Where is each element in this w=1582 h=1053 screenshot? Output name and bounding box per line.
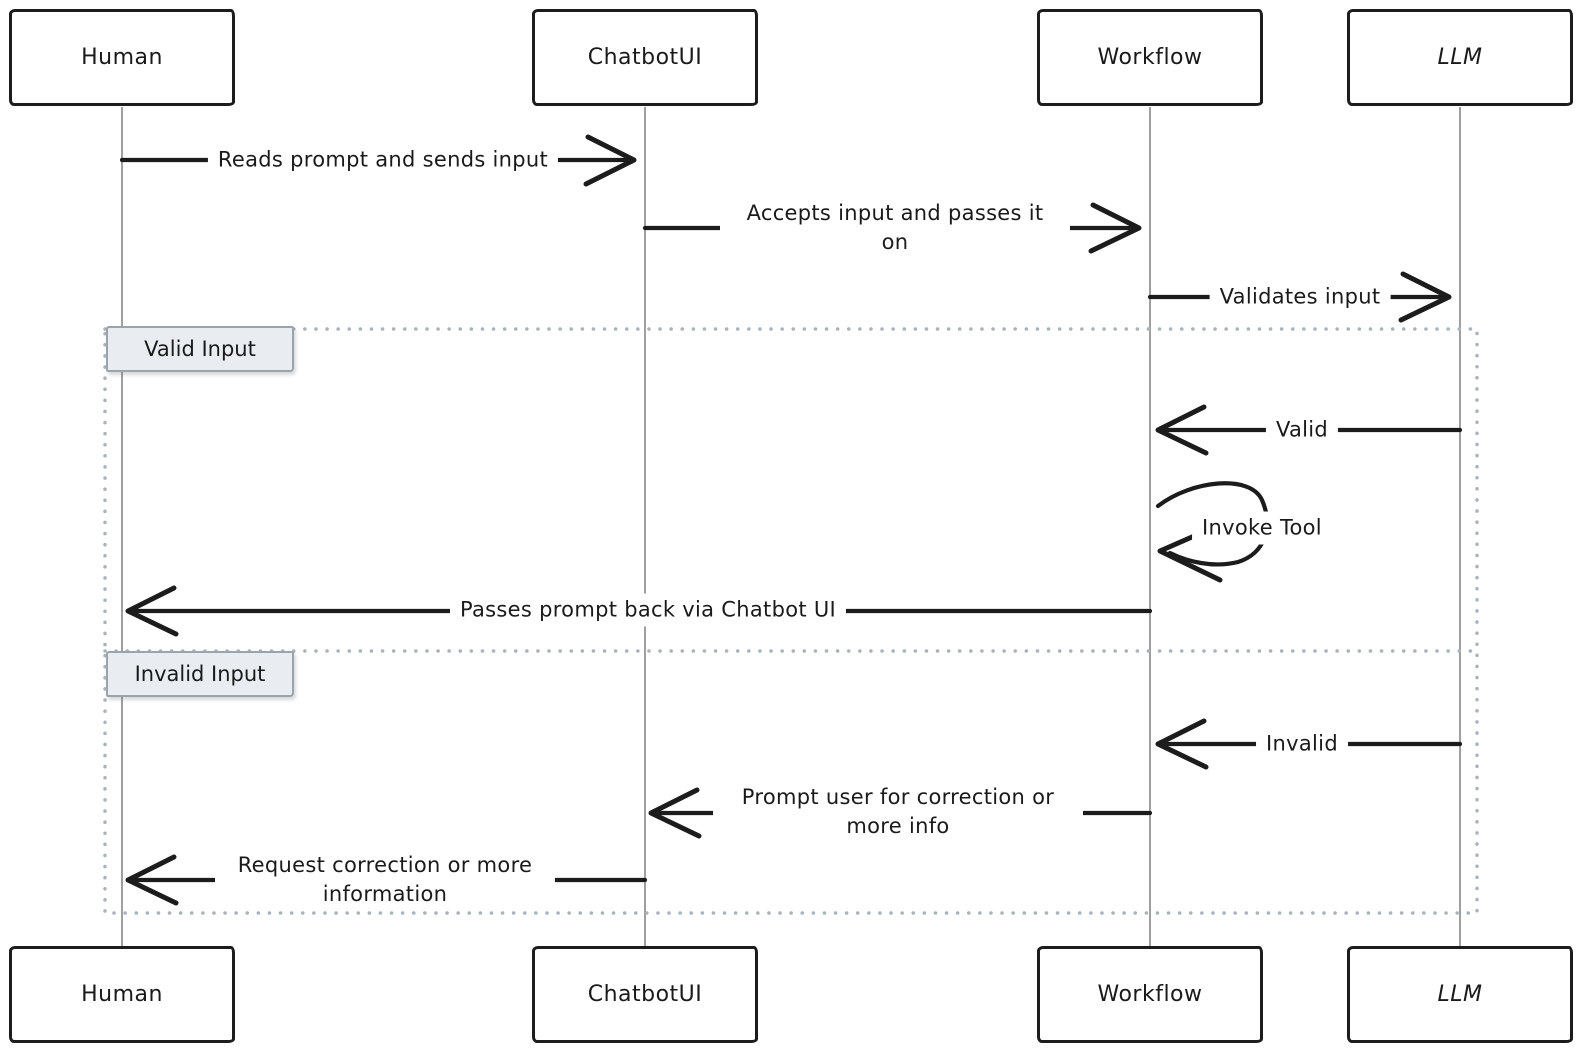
actor-label: LLM: [1437, 982, 1483, 1007]
message-label-passes-prompt-back: Passes prompt back via Chatbot UI: [449, 593, 847, 627]
section-label-text: Invalid Input: [134, 662, 266, 686]
actor-label: Workflow: [1097, 45, 1203, 70]
section-label-text: Valid Input: [144, 337, 256, 361]
actor-llm-top: LLM: [1347, 9, 1573, 106]
actor-label: Workflow: [1097, 982, 1203, 1007]
message-label-valid: Valid: [1265, 413, 1339, 447]
actor-workflow-bottom: Workflow: [1037, 946, 1263, 1043]
message-label-validates-input: Validates input: [1209, 280, 1391, 314]
message-label-prompt-user: Prompt user for correction or more info: [713, 781, 1083, 843]
message-label-invalid: Invalid: [1256, 727, 1348, 761]
actor-llm-bottom: LLM: [1347, 946, 1573, 1043]
actor-human-top: Human: [9, 9, 235, 106]
actor-label: Human: [81, 982, 163, 1007]
message-label-accepts-input: Accepts input and passes it on: [720, 197, 1070, 259]
section-label-invalid-input: Invalid Input: [106, 651, 294, 697]
actor-chatbotui-bottom: ChatbotUI: [532, 946, 758, 1043]
alt-frame: [103, 327, 1479, 915]
message-label-reads-prompt: Reads prompt and sends input: [207, 143, 559, 177]
actor-workflow-top: Workflow: [1037, 9, 1263, 106]
section-label-valid-input: Valid Input: [106, 326, 294, 372]
actor-label: Human: [81, 45, 163, 70]
message-label-invoke-tool: Invoke Tool: [1192, 511, 1332, 545]
actor-label: ChatbotUI: [587, 982, 703, 1007]
actor-label: ChatbotUI: [587, 45, 703, 70]
actor-human-bottom: Human: [9, 946, 235, 1043]
actor-label: LLM: [1437, 45, 1483, 70]
message-label-request-correction: Request correction or more information: [215, 849, 555, 911]
actor-chatbotui-top: ChatbotUI: [532, 9, 758, 106]
